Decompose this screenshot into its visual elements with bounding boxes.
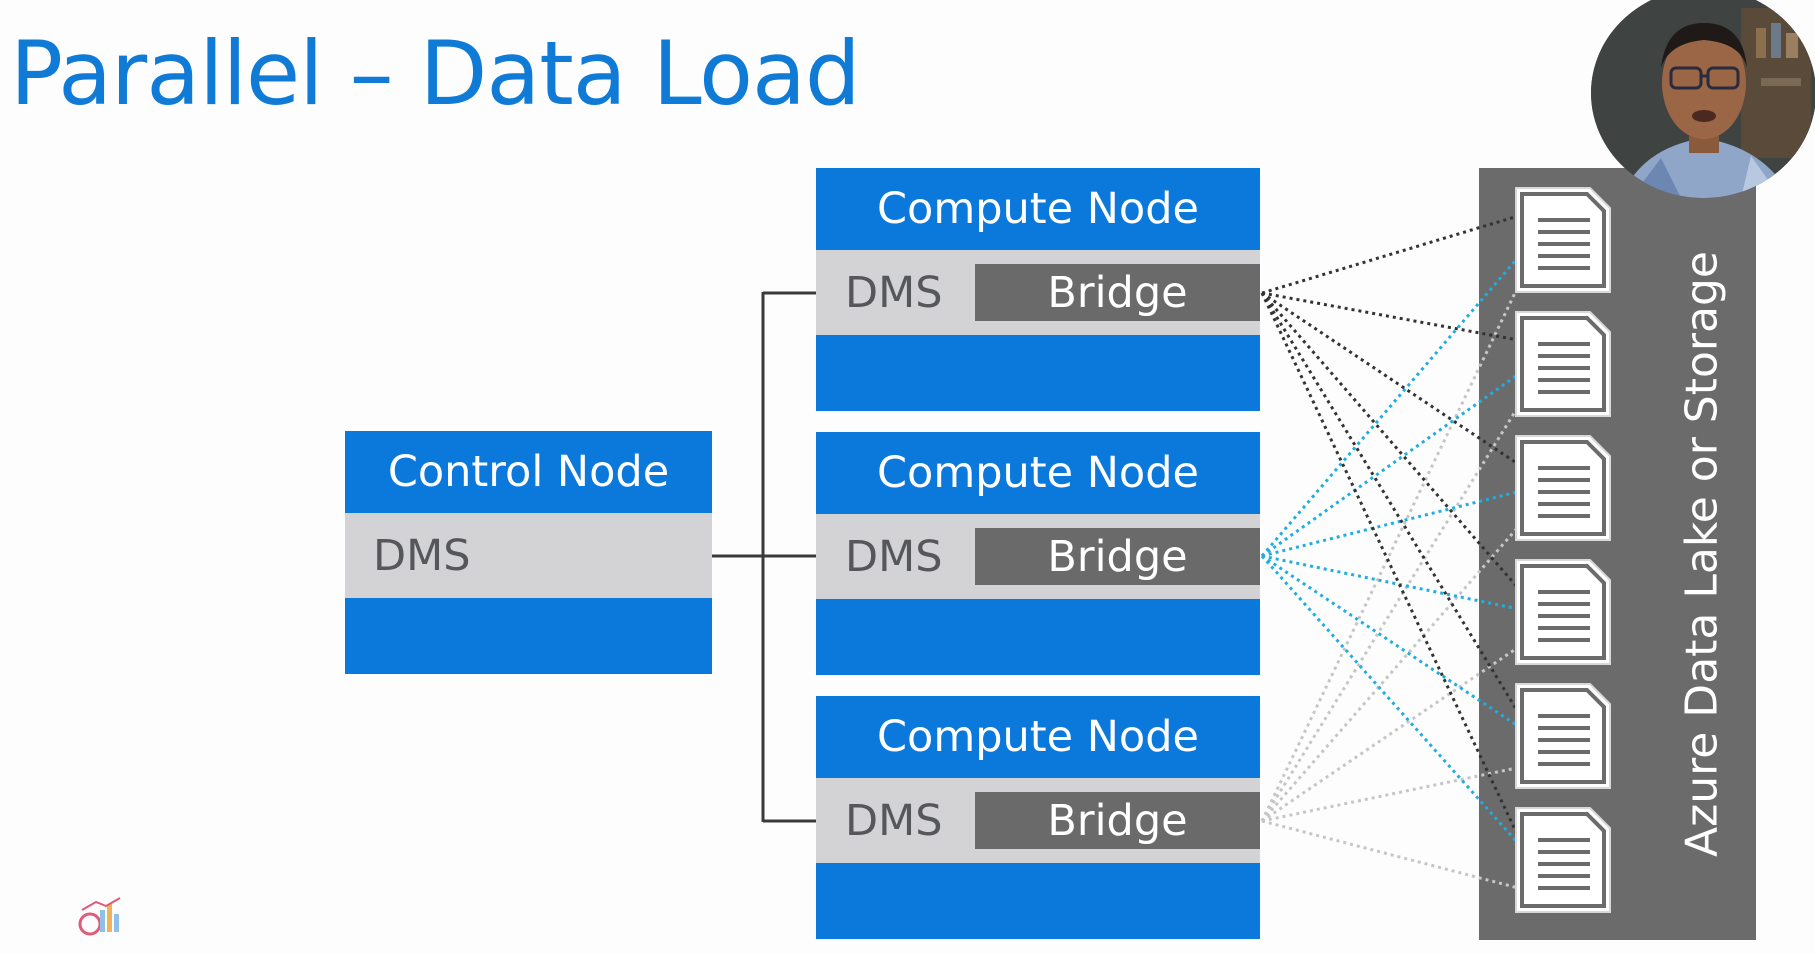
link-line [1261, 819, 1527, 892]
compute-node-1-bridge: Bridge [975, 264, 1260, 321]
link-line [1260, 292, 1520, 713]
link-line [1261, 486, 1534, 558]
compute-node-2-bridge: Bridge [975, 528, 1260, 585]
document-icon [1512, 556, 1614, 668]
compute-node-2-header: Compute Node [877, 448, 1199, 498]
link-line [1260, 555, 1535, 861]
document-icon [1512, 680, 1614, 792]
compute-node-3-dms-label: DMS [845, 795, 943, 846]
link-line [1260, 393, 1528, 822]
links-compute-node-1 [1260, 214, 1520, 837]
document-icon [1512, 184, 1614, 296]
compute-node-2: Compute Node DMS Bridge [816, 432, 1260, 675]
link-line [1261, 362, 1534, 558]
control-node-dms-label: DMS [373, 530, 471, 581]
link-line [1261, 214, 1519, 295]
link-line [1260, 292, 1520, 589]
link-line [1261, 291, 1519, 466]
compute-node-1-header: Compute Node [877, 184, 1199, 234]
control-node-dms-band: DMS [345, 513, 712, 598]
control-node-header: Control Node [387, 447, 670, 497]
links-compute-node-2 [1260, 239, 1535, 861]
compute-node-3-band: DMS Bridge [816, 778, 1260, 863]
compute-node-2-band: DMS Bridge [816, 514, 1260, 599]
control-node: Control Node DMS [345, 431, 712, 674]
control-to-compute-connector [712, 291, 816, 823]
link-line [1260, 292, 1520, 837]
presenter-image [1591, 0, 1815, 198]
link-line [1260, 517, 1528, 822]
link-line [1260, 239, 1535, 557]
compute-node-2-dms-label: DMS [845, 531, 943, 582]
presenter-webcam [1591, 0, 1815, 198]
document-icon [1512, 432, 1614, 544]
links-compute-node-3 [1260, 269, 1528, 892]
page-title: Parallel – Data Load [10, 22, 861, 125]
link-line [1261, 554, 1534, 738]
document-icon [1512, 804, 1614, 916]
compute-node-1: Compute Node DMS Bridge [816, 168, 1260, 411]
logo-icon [76, 896, 128, 938]
link-line [1260, 269, 1528, 822]
document-icon [1512, 308, 1614, 420]
link-line [1261, 764, 1527, 823]
compute-node-3-bridge: Bridge [975, 792, 1260, 849]
compute-node-1-band: DMS Bridge [816, 250, 1260, 335]
compute-node-1-dms-label: DMS [845, 267, 943, 318]
compute-node-3-header: Compute Node [877, 712, 1199, 762]
link-line [1261, 291, 1519, 342]
compute-node-3: Compute Node DMS Bridge [816, 696, 1260, 939]
